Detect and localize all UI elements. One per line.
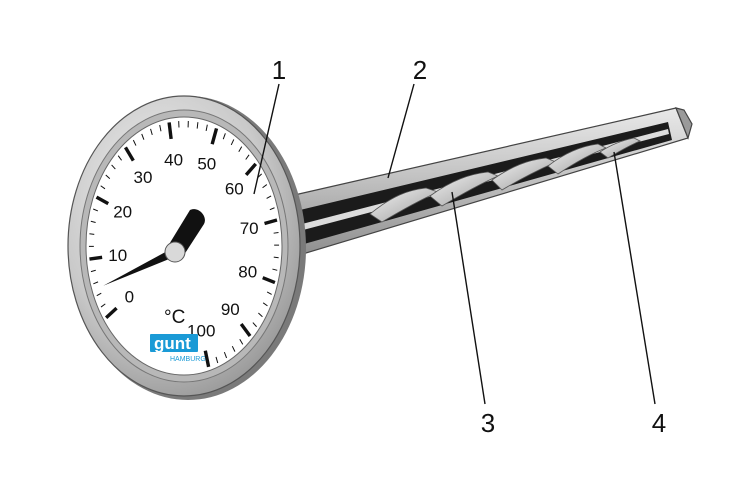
minor-tick [159,124,162,132]
major-tick [167,122,173,140]
callout-line-4 [613,151,656,405]
minor-tick [222,133,226,140]
major-tick [124,146,135,162]
logo-text: gunt [154,334,191,353]
minor-tick [141,133,145,140]
minor-tick [252,322,257,328]
major-tick [89,255,103,261]
minor-tick [272,268,278,271]
needle-pointer [103,249,179,286]
major-tick [203,350,211,368]
minor-tick [90,220,96,224]
major-tick [95,195,110,206]
callout-line-2 [387,83,415,179]
callout-lines [253,83,656,405]
bimetal-spiral [369,137,641,223]
minor-tick [223,351,228,359]
minor-tick [111,164,116,170]
dial-label-90: 90 [221,300,240,319]
minor-tick [117,155,123,161]
callout-labels: 1 2 3 4 [272,55,666,438]
brand-logo: gunt HAMBURG [150,334,206,363]
dial-ticks [88,120,280,368]
dial-label-30: 30 [134,168,153,187]
minor-tick [89,233,95,235]
minor-tick [215,356,219,364]
minor-tick [238,146,243,152]
minor-tick [266,195,272,199]
logo-sub: HAMBURG [170,356,206,363]
major-tick [104,306,118,320]
callout-1: 1 [272,55,286,85]
major-tick [262,276,276,285]
major-tick [239,322,252,338]
callout-2: 2 [413,55,427,85]
dial-label-60: 60 [225,179,244,198]
minor-tick [266,291,272,295]
minor-tick [269,207,275,211]
minor-tick [93,281,99,285]
major-tick [244,162,258,177]
minor-tick [231,345,236,352]
minor-tick [93,208,99,212]
callout-line-1 [253,83,280,195]
dial-label-20: 20 [113,203,132,222]
dial-label-10: 10 [108,246,127,265]
minor-tick [205,124,208,132]
major-tick [210,127,219,145]
minor-tick [239,339,244,345]
minor-tick [90,269,96,273]
minor-tick [273,231,279,234]
minor-tick [105,174,111,179]
minor-tick [230,139,235,146]
needle-hub [164,241,186,263]
dial-label-70: 70 [240,219,259,238]
minor-tick [262,302,268,307]
dial-label-0: 0 [125,287,134,306]
minor-tick [196,122,199,129]
minor-tick [245,154,250,160]
logo-box [150,334,198,352]
stem-tip [675,107,693,140]
stem-tube [289,107,693,257]
minor-tick [150,128,153,136]
dial-label-40: 40 [164,150,183,169]
minor-tick [96,292,102,297]
minor-tick [273,256,279,259]
callout-3: 3 [481,408,495,438]
dial-label-80: 80 [238,263,257,282]
minor-tick [262,184,268,189]
major-tick [264,218,278,226]
callout-4: 4 [652,408,666,438]
minor-tick [100,185,106,190]
minor-tick [258,312,263,318]
minor-tick [100,303,106,308]
unit-label: °C [164,307,185,328]
callout-line-3 [451,191,486,405]
dial-label-50: 50 [197,155,216,174]
minor-tick [132,139,137,146]
